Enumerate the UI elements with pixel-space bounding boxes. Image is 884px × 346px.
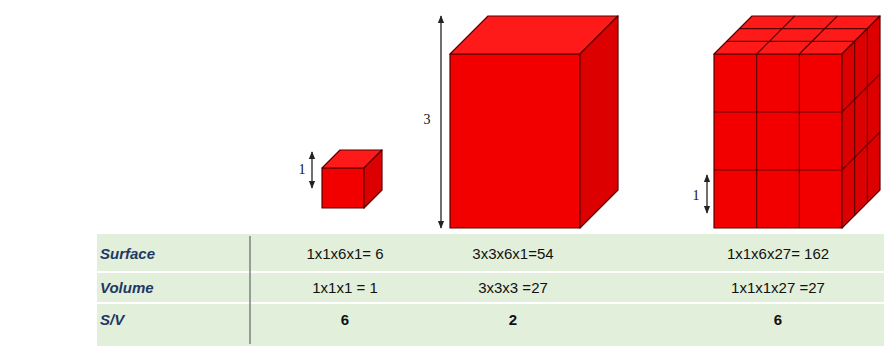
cube-grid-line bbox=[757, 16, 795, 54]
cube-face bbox=[842, 16, 880, 228]
dimension-arrow bbox=[706, 175, 707, 213]
dimension-label: 1 bbox=[693, 188, 700, 204]
row-rule bbox=[97, 302, 884, 304]
cube-grid-line bbox=[867, 29, 868, 203]
table-cell: 1x1x1 = 1 bbox=[312, 279, 377, 296]
cube-grid-line bbox=[854, 41, 855, 215]
dimension-label: 3 bbox=[424, 112, 431, 128]
table-cell: 1x1x6x1= 6 bbox=[306, 245, 383, 262]
table-cell: 3x3x6x1=54 bbox=[472, 245, 553, 262]
cube-grid-line bbox=[714, 169, 842, 170]
table-cell: 6 bbox=[774, 311, 782, 328]
row-header: Volume bbox=[100, 279, 154, 296]
cube-face bbox=[322, 168, 364, 208]
dimension-arrow bbox=[311, 152, 312, 188]
cube-group bbox=[322, 16, 880, 228]
cube-grid-line bbox=[727, 41, 855, 42]
cube-grid-line bbox=[842, 74, 880, 112]
row-header: S/V bbox=[100, 311, 124, 328]
cube-face bbox=[580, 16, 618, 228]
cube-grid-line bbox=[799, 16, 837, 54]
cube-face bbox=[364, 150, 382, 208]
table-band bbox=[97, 234, 884, 346]
table-cell: 1x1x6x27= 162 bbox=[727, 245, 829, 262]
table-cell: 2 bbox=[509, 311, 517, 328]
table-cell: 3x3x3 =27 bbox=[478, 279, 548, 296]
cube-face bbox=[714, 54, 842, 228]
cube-grid-line bbox=[799, 54, 800, 228]
dimension-arrow bbox=[440, 16, 441, 228]
cube-face bbox=[450, 54, 580, 228]
column-rule bbox=[249, 236, 251, 344]
cube-grid-line bbox=[756, 54, 757, 228]
row-header: Surface bbox=[100, 245, 155, 262]
cube-grid-line bbox=[714, 111, 842, 112]
row-rule bbox=[97, 271, 884, 273]
cube-grid-line bbox=[842, 132, 880, 170]
cube-grid-line bbox=[739, 28, 867, 29]
dimension-label: 1 bbox=[299, 162, 306, 178]
table-cell: 6 bbox=[341, 311, 349, 328]
table-cell: 1x1x1x27 =27 bbox=[731, 279, 825, 296]
